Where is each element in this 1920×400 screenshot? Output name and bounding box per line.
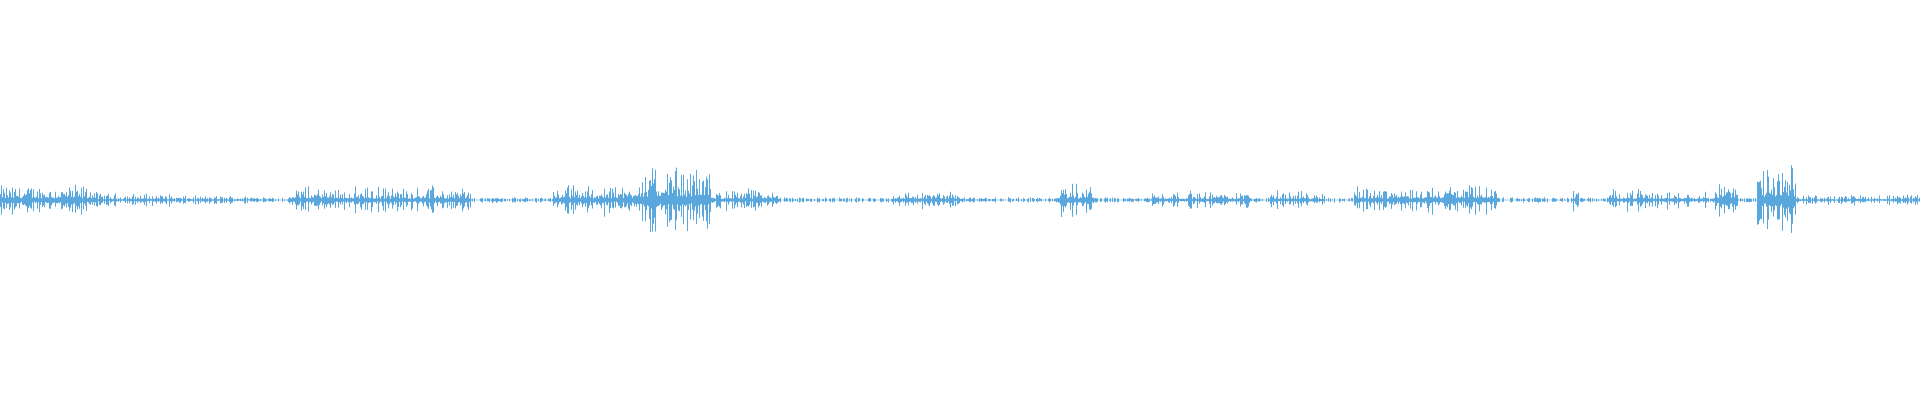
waveform-bars <box>0 165 1920 233</box>
